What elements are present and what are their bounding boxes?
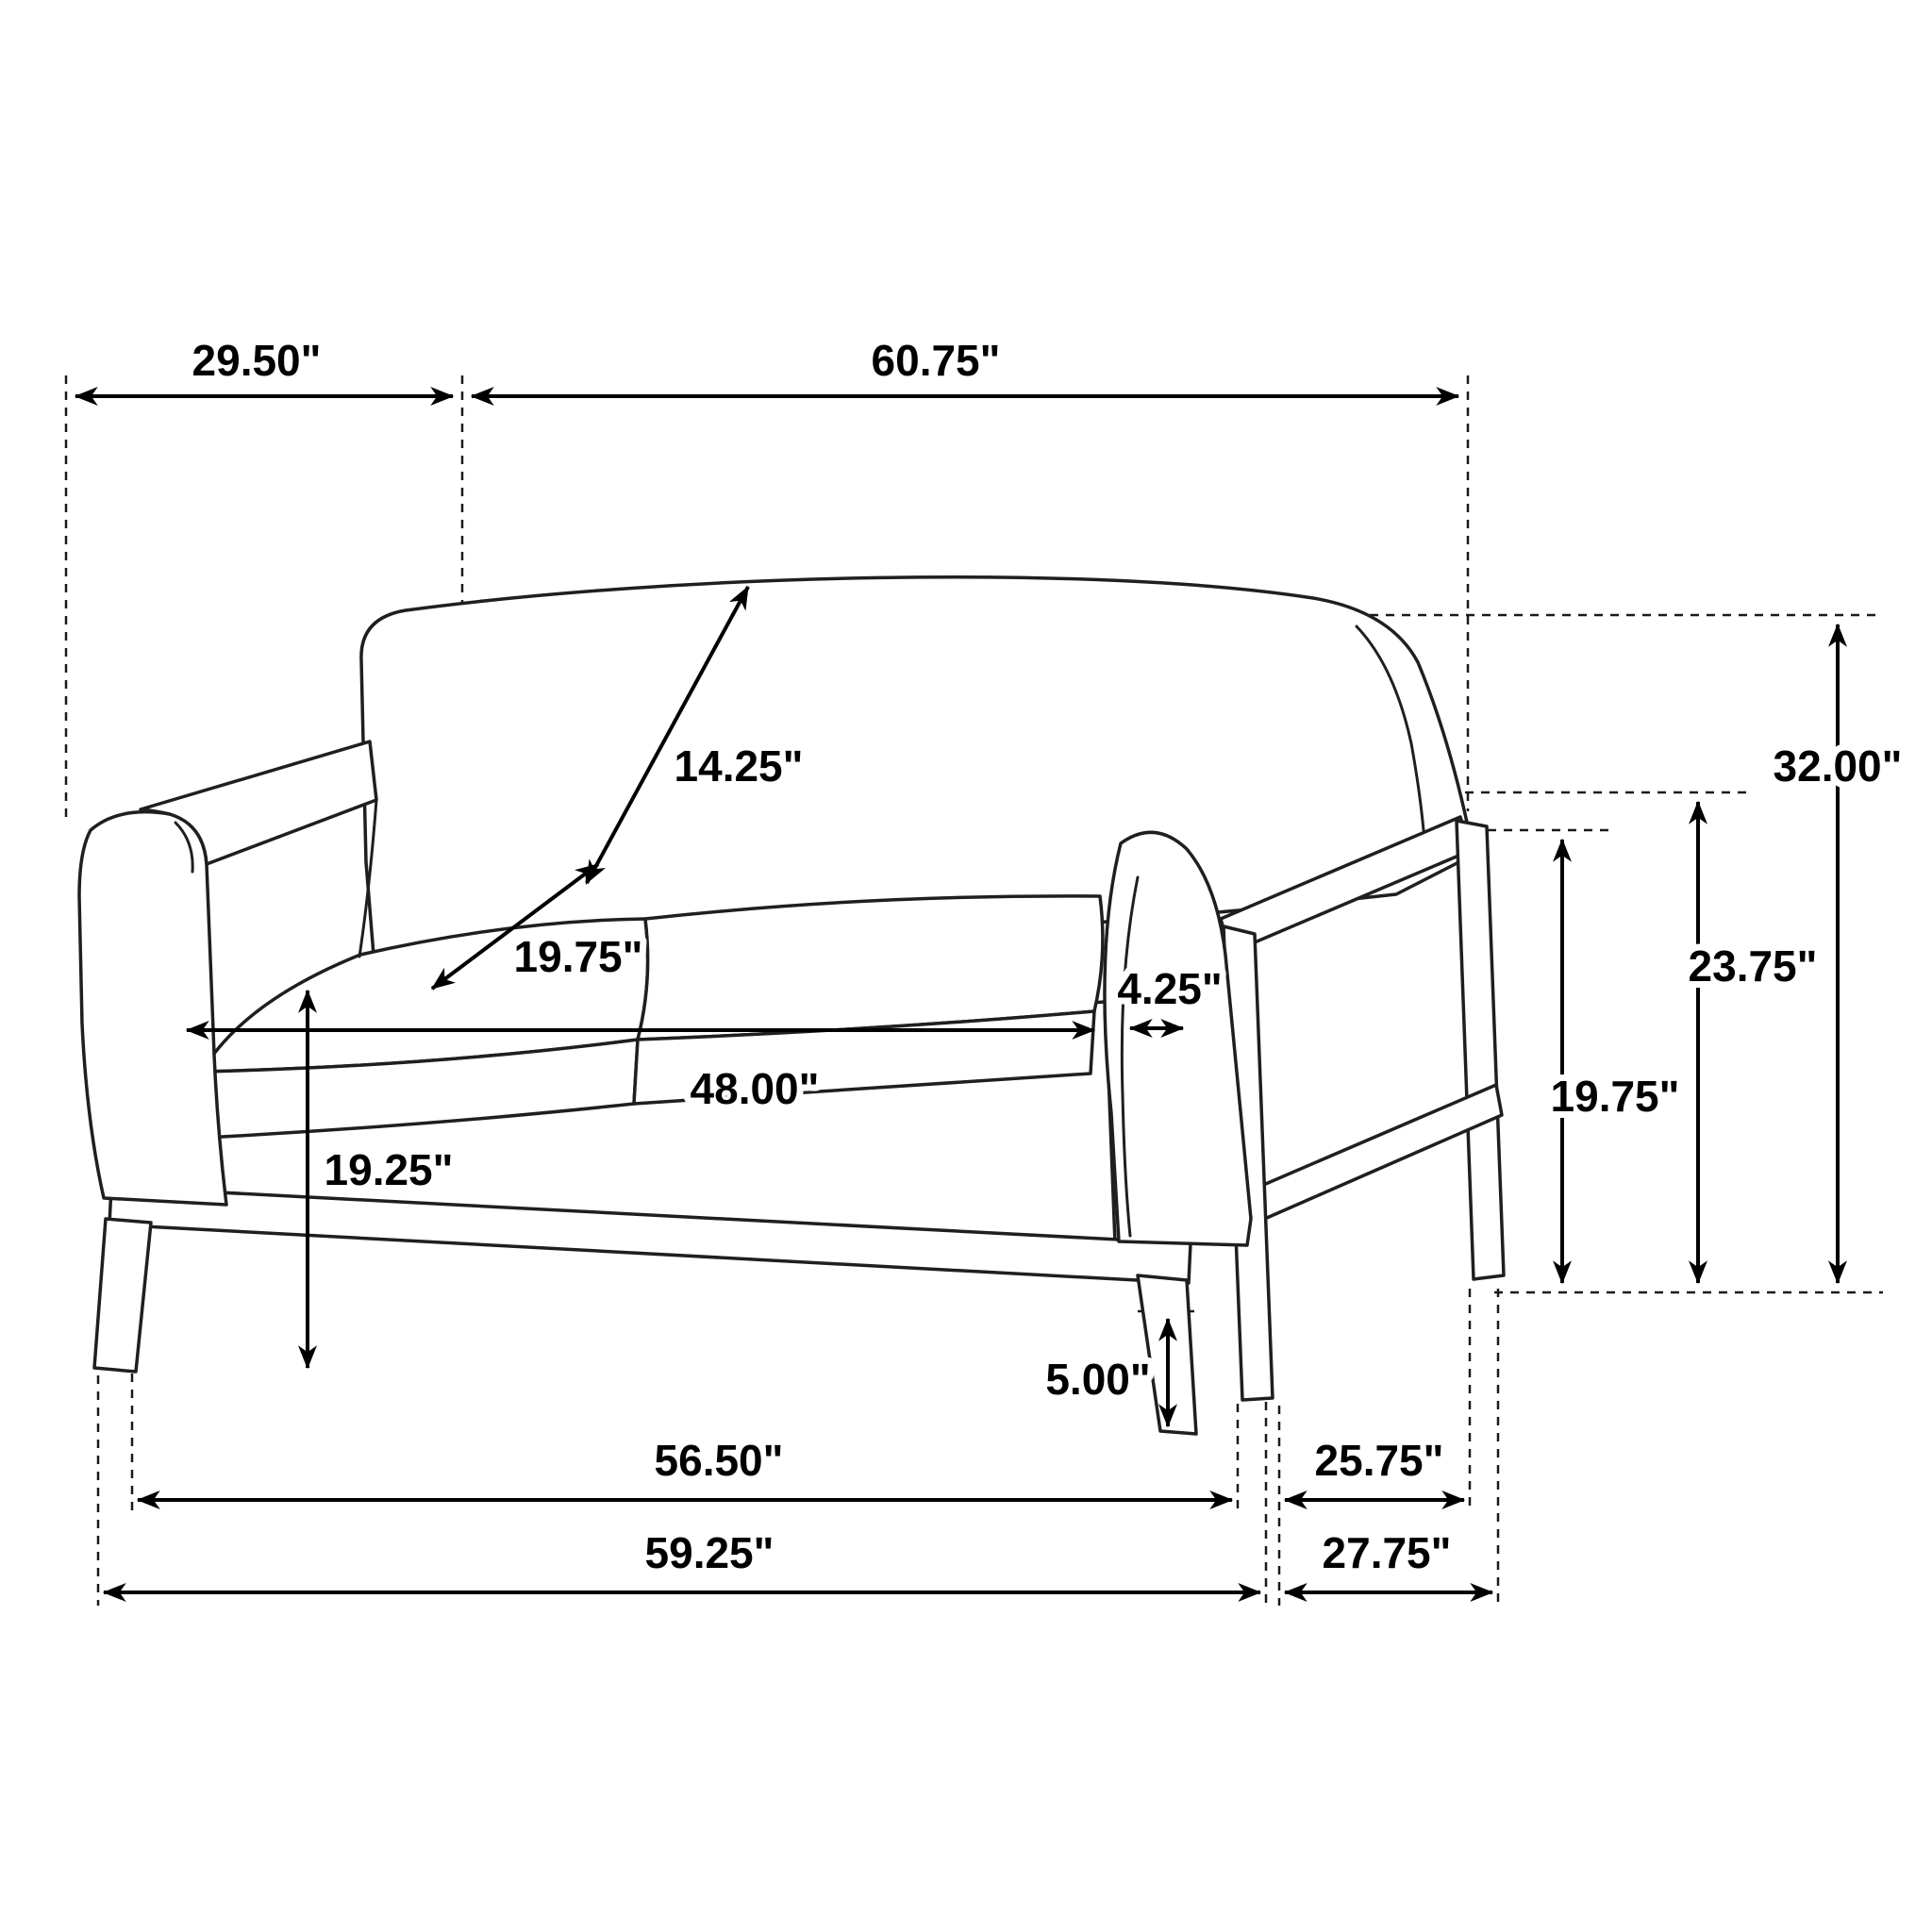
dimension-back-cushion-height: 14.25": [585, 585, 809, 885]
dimension-arm-height: 23.75": [1682, 800, 1824, 1285]
left-arm-scroll: [174, 821, 194, 874]
dimension-frame-rail-height: 19.75": [1544, 838, 1686, 1285]
dim-label-overall-side-depth: 27.75": [1323, 1528, 1452, 1577]
dimension-base-front-width: 56.50": [136, 1429, 1234, 1509]
dim-label-back-cushion-height: 14.25": [675, 741, 804, 791]
dim-label-base-front-width: 56.50": [655, 1436, 784, 1485]
dimension-seat-width: 48.00": [185, 1021, 1096, 1120]
dimension-top-depth: 29.50": [74, 329, 455, 406]
dim-label-overall-height: 32.00": [1774, 741, 1903, 791]
right-arm: [1103, 830, 1253, 1247]
front-left-leg: [92, 1217, 153, 1374]
dim-label-arm-height: 23.75": [1689, 941, 1818, 991]
dim-label-arm-front-width: 4.25": [1117, 964, 1222, 1013]
dimension-overall-height: 32.00": [1767, 623, 1908, 1285]
dimension-annotations: 29.50" 60.75" 14.25" 19.75" 4.25" 48.00"…: [74, 329, 1908, 1602]
loveseat-drawing: [77, 575, 1506, 1436]
dimension-leg-height: 5.00": [1039, 1317, 1177, 1428]
dimension-overall-front-width: 59.25": [102, 1522, 1262, 1602]
backrest-corner-contour: [1355, 625, 1425, 832]
dimension-top-width: 60.75": [470, 329, 1460, 406]
dim-label-seat-depth: 19.75": [514, 932, 643, 981]
left-arm-top: [139, 740, 378, 866]
dim-label-overall-front-width: 59.25": [645, 1528, 774, 1577]
right-arm-contour: [1120, 875, 1140, 1238]
dimension-arm-front-width: 4.25": [1110, 958, 1229, 1038]
dim-label-frame-rail-height: 19.75": [1551, 1072, 1680, 1121]
left-arm-side: [77, 810, 228, 1207]
dim-label-top-depth: 29.50": [192, 336, 322, 385]
wood-frame-rear-leg: [1455, 819, 1506, 1281]
dimension-base-side-depth: 25.75": [1283, 1429, 1466, 1509]
dim-label-seat-height: 19.25": [325, 1145, 454, 1194]
base-rail: [108, 1185, 1192, 1285]
dim-label-base-side-depth: 25.75": [1315, 1436, 1444, 1485]
wood-frame-bottom-rail: [1253, 1083, 1504, 1223]
dimension-overall-side-depth: 27.75": [1283, 1522, 1494, 1602]
dimension-seat-height: 19.25": [298, 989, 459, 1370]
dimension-seat-depth: 19.75": [430, 862, 649, 991]
dim-label-top-width: 60.75": [872, 336, 1001, 385]
dim-label-seat-width: 48.00": [691, 1064, 820, 1113]
left-arm-inner-edge: [358, 798, 378, 958]
dim-label-leg-height: 5.00": [1045, 1355, 1150, 1404]
